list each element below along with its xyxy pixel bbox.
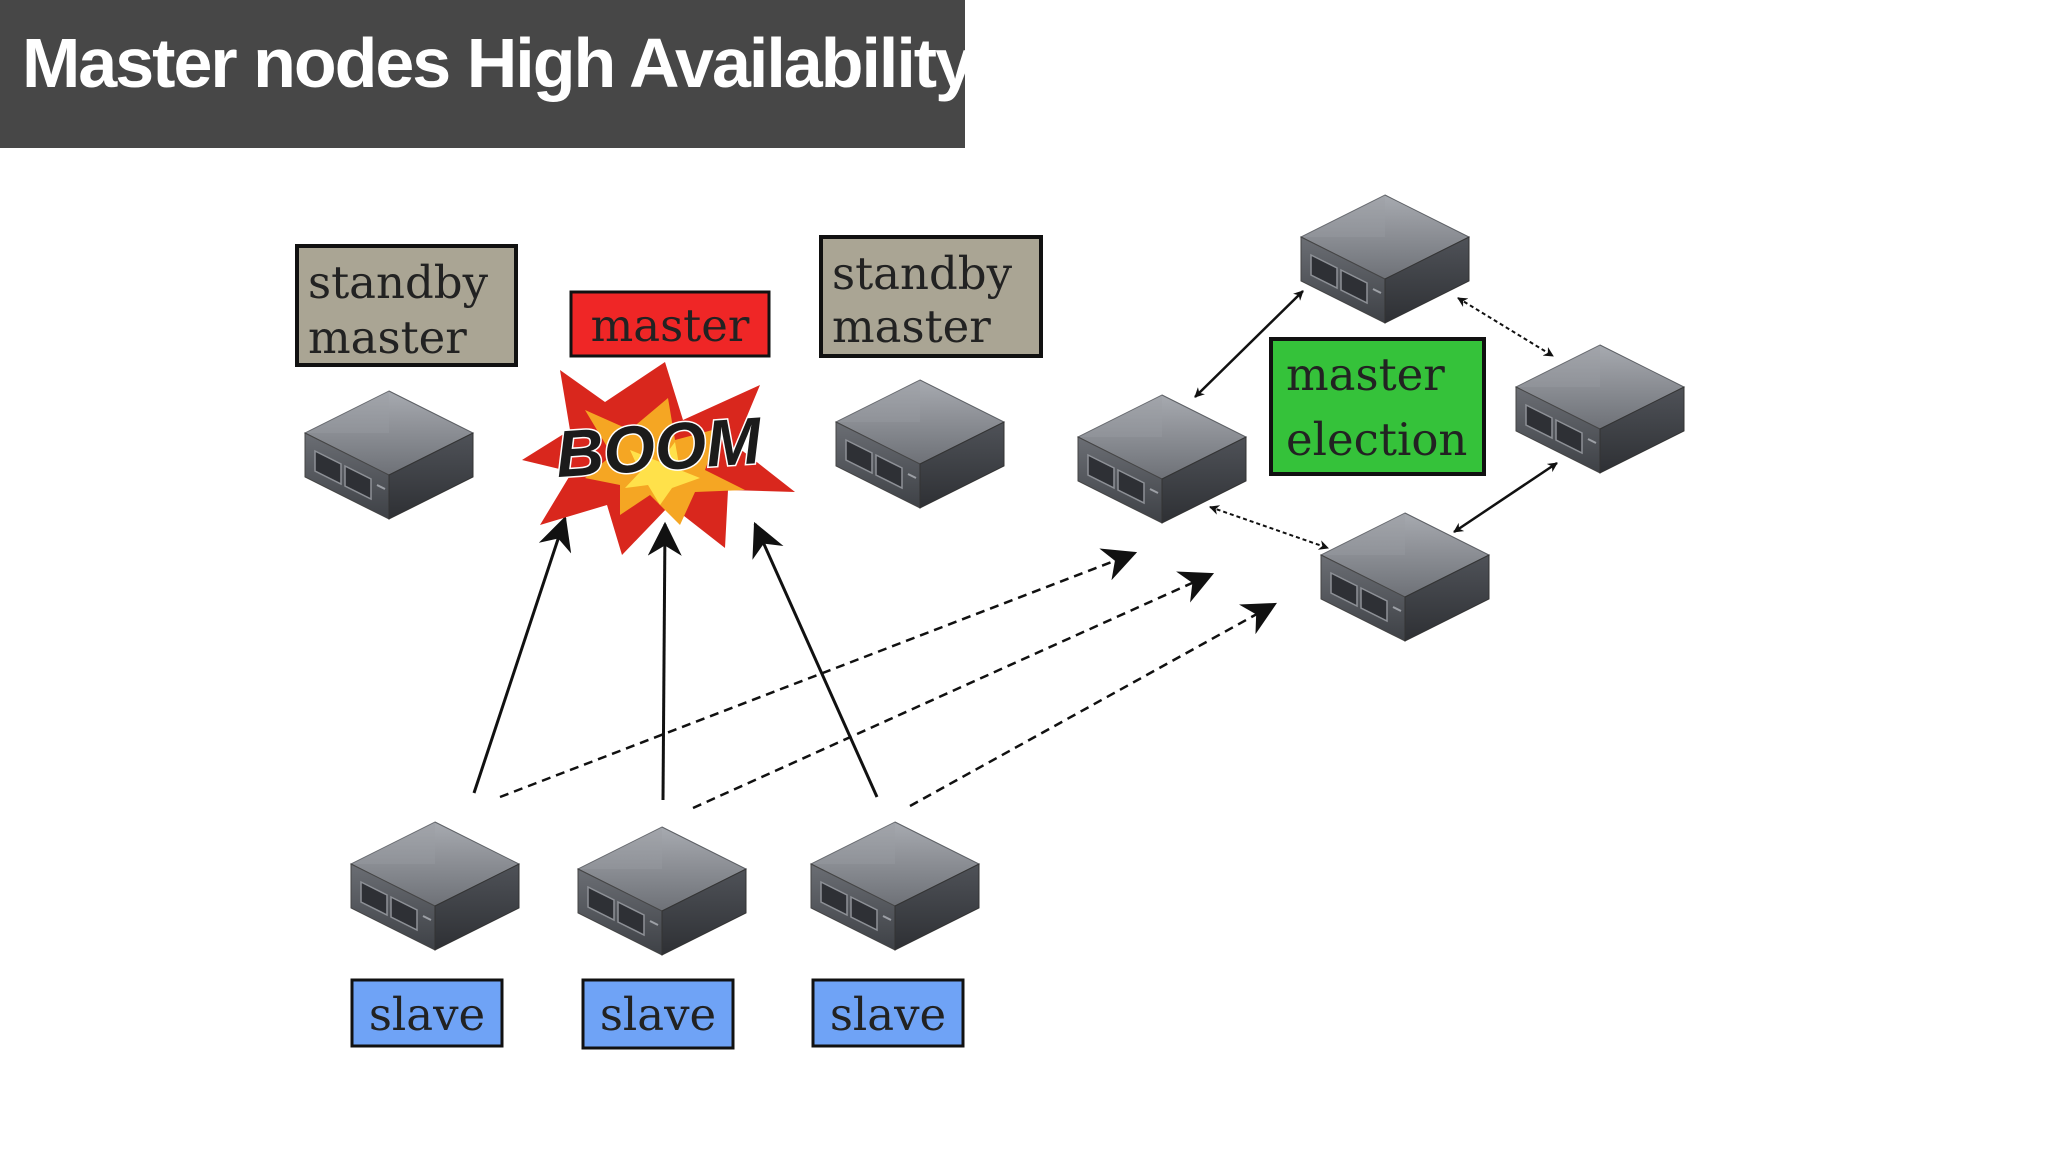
dashed-arrows bbox=[499, 548, 1277, 810]
server-icon bbox=[835, 379, 1005, 509]
standby-right-line2: master bbox=[832, 300, 991, 353]
election-arrows bbox=[1194, 290, 1558, 550]
standby-left-line1: standby bbox=[308, 256, 489, 309]
slave-label-2-text: slave bbox=[600, 988, 716, 1041]
server-icon bbox=[1300, 194, 1470, 324]
slave-label-3-text: slave bbox=[830, 988, 946, 1041]
election-arrow-c bbox=[1453, 461, 1558, 534]
boom-text: BOOM bbox=[553, 403, 765, 491]
slave-label-2: slave bbox=[581, 978, 735, 1050]
standby-master-right-label: standby master bbox=[819, 235, 1043, 358]
master-label: master bbox=[569, 290, 771, 358]
slave-label-1-text: slave bbox=[369, 988, 485, 1041]
server-icon bbox=[1515, 344, 1685, 474]
election-line2: election bbox=[1286, 413, 1467, 466]
standby-master-left-label: standby master bbox=[295, 244, 518, 367]
server-icon bbox=[1320, 512, 1490, 642]
page-title: Master nodes High Availability bbox=[22, 24, 974, 102]
slave-label-1: slave bbox=[350, 978, 504, 1048]
server-icon bbox=[304, 390, 474, 520]
solid-arrow-2 bbox=[647, 521, 682, 801]
election-arrow-b bbox=[1457, 297, 1554, 357]
election-arrow-a bbox=[1194, 290, 1304, 398]
master-election-label: master election bbox=[1269, 337, 1486, 476]
election-arrow-d bbox=[1209, 505, 1329, 550]
server-icon bbox=[1077, 394, 1247, 524]
title-bar: Master nodes High Availability bbox=[0, 0, 974, 148]
election-line1: master bbox=[1286, 348, 1445, 401]
solid-arrow-1 bbox=[472, 515, 572, 794]
standby-right-line1: standby bbox=[832, 247, 1013, 300]
explosion-icon: BOOM bbox=[522, 362, 795, 555]
dashed-arrow-3 bbox=[909, 602, 1277, 808]
dashed-arrow-1 bbox=[499, 548, 1138, 799]
dashed-arrow-2 bbox=[692, 571, 1215, 810]
server-icon bbox=[577, 826, 747, 956]
server-icon bbox=[810, 821, 980, 951]
master-label-text: master bbox=[591, 299, 750, 352]
solid-arrow-3 bbox=[752, 521, 879, 798]
server-icon bbox=[350, 821, 520, 951]
solid-arrows bbox=[472, 515, 879, 801]
standby-left-line2: master bbox=[308, 311, 467, 364]
slave-label-3: slave bbox=[811, 978, 965, 1048]
